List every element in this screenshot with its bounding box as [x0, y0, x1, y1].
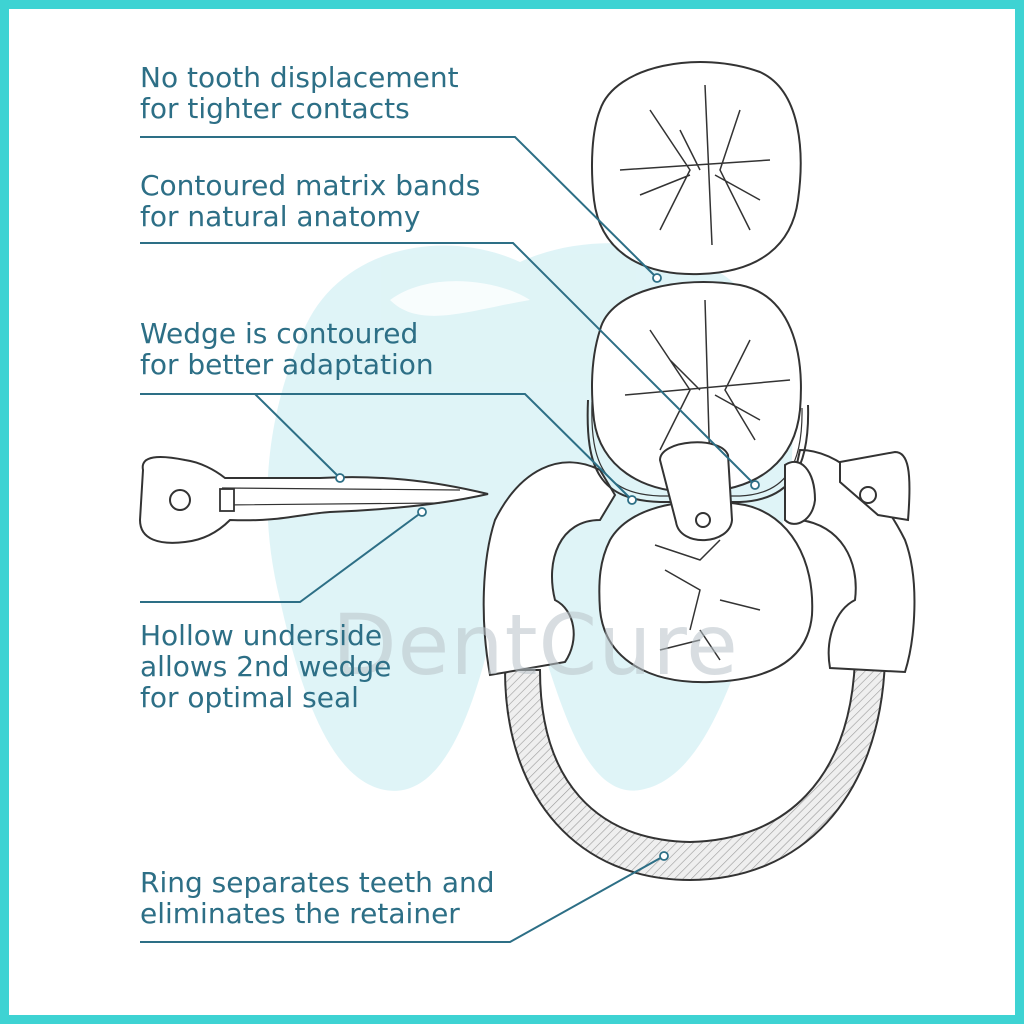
- callout-line: allows 2nd wedge: [140, 650, 392, 683]
- tooth-top: [591, 61, 802, 276]
- wedge-standalone: [138, 456, 489, 544]
- leader-line-2: [140, 242, 756, 486]
- callout-matrix-bands: Contoured matrix bands for natural anato…: [140, 170, 480, 232]
- callout-line: for optimal seal: [140, 681, 359, 714]
- wedge-hole: [695, 512, 711, 528]
- callout-line: Hollow underside: [140, 619, 383, 652]
- callout-line: Ring separates teeth and: [140, 866, 495, 899]
- wedge-handle-hole: [169, 489, 191, 511]
- callout-line: No tooth displacement: [140, 61, 459, 94]
- ring-grip-hole: [859, 486, 877, 504]
- callout-line: Contoured matrix bands: [140, 169, 481, 202]
- callout-line: Wedge is contoured: [140, 317, 419, 350]
- leader-line-5: [140, 855, 665, 943]
- callout-wedge-contoured: Wedge is contoured for better adaptation: [140, 318, 434, 380]
- leader-dots: [335, 273, 760, 861]
- band-contact-right: [784, 460, 817, 525]
- tooth-middle: [591, 281, 802, 494]
- callout-hollow-underside: Hollow underside allows 2nd wedge for op…: [140, 620, 391, 713]
- callout-ring: Ring separates teeth and eliminates the …: [140, 867, 495, 929]
- callout-line: eliminates the retainer: [140, 897, 460, 930]
- callout-line: for natural anatomy: [140, 200, 421, 233]
- callout-line: for tighter contacts: [140, 92, 410, 125]
- leader-line-1: [140, 136, 658, 279]
- callout-line: for better adaptation: [140, 348, 434, 381]
- leader-lines: [140, 136, 756, 943]
- leader-line-3b: [255, 393, 633, 501]
- ring-grip-tab: [839, 450, 911, 522]
- leader-line-4: [140, 511, 423, 603]
- watermark-text: DentCure: [332, 596, 739, 694]
- ring-tine-left: [482, 461, 617, 677]
- callout-no-displacement: No tooth displacement for tighter contac…: [140, 62, 459, 124]
- wedge-in-place: [658, 441, 734, 542]
